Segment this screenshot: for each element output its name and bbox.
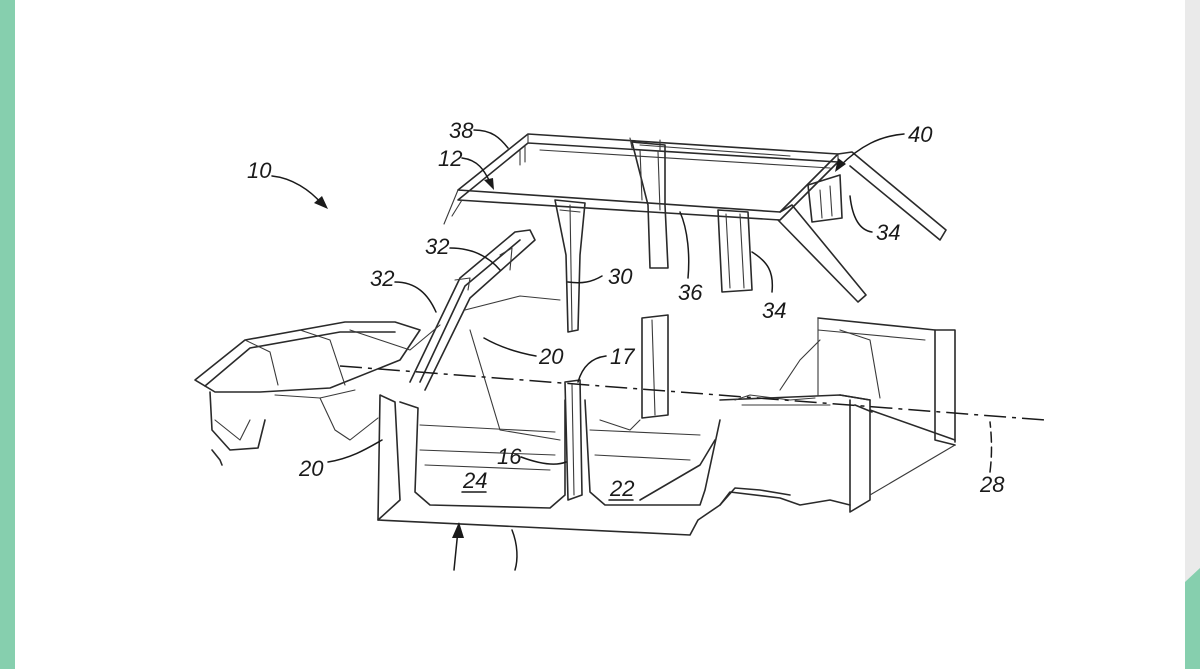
label-20-upper: 20 <box>538 344 564 369</box>
vehicle-body-diagram: 10 38 12 40 32 32 30 34 34 36 20 17 20 1… <box>194 118 1046 571</box>
right-gray-stripe <box>1185 0 1200 669</box>
c-pillar <box>631 141 669 269</box>
label-40: 40 <box>908 122 933 147</box>
label-17: 17 <box>610 344 635 369</box>
left-accent-stripe <box>0 0 15 669</box>
corner-accent <box>1185 568 1200 669</box>
label-32-lower: 32 <box>370 266 394 291</box>
label-10: 10 <box>247 158 272 183</box>
rear-structure <box>719 317 956 513</box>
label-32-upper: 32 <box>425 234 449 259</box>
roof-structure <box>443 133 947 303</box>
front-structure <box>194 321 441 466</box>
label-16: 16 <box>497 444 522 469</box>
vehicle-centerline-axis <box>339 365 1046 421</box>
label-12: 12 <box>438 146 462 171</box>
body-side <box>377 295 851 536</box>
label-34-center: 34 <box>762 298 786 323</box>
reference-labels: 10 38 12 40 32 32 30 34 34 36 20 17 20 1… <box>247 118 1005 501</box>
label-24: 24 <box>462 468 487 493</box>
label-22: 22 <box>609 476 634 501</box>
b-pillar <box>554 199 586 333</box>
label-38: 38 <box>449 118 474 143</box>
label-34-right: 34 <box>876 220 900 245</box>
d-pillar-right <box>807 174 843 223</box>
label-30: 30 <box>608 264 633 289</box>
label-20-lower: 20 <box>298 456 324 481</box>
d-pillar-center <box>717 209 753 293</box>
a-pillar <box>409 229 536 391</box>
label-28: 28 <box>979 472 1005 497</box>
leader-lines <box>271 129 993 571</box>
label-36: 36 <box>678 280 703 305</box>
